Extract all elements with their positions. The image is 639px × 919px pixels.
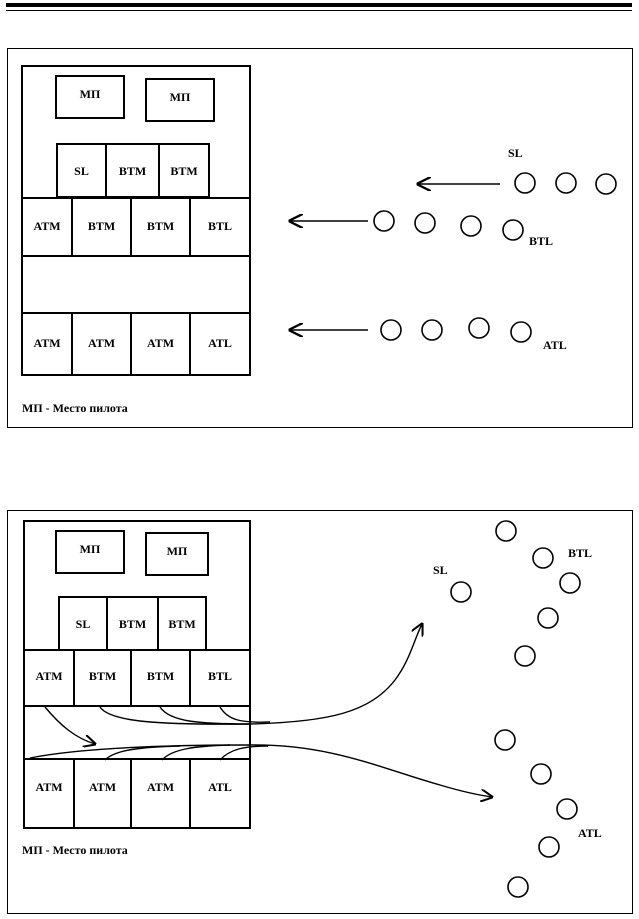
diagram-2-curve-upper-branch-2 [219, 706, 271, 723]
diagram-1-marker-btl-2 [414, 212, 436, 234]
diagram-2-seat-btm-2-label: BTM [168, 617, 196, 631]
diagram-1-seat-atm-r4-3: ATM [130, 312, 191, 376]
diagram-2-curve-upper-branch-1 [159, 706, 251, 725]
diagram-1-atl-label: ATL [543, 338, 567, 352]
diagram-1-marker-sl-3 [595, 173, 617, 195]
diagram-2-marker-low-1 [494, 729, 516, 751]
diagram-2-seat-btm-2: BTM [157, 596, 207, 651]
diagram-2-marker-btl-1 [532, 547, 554, 569]
diagram-2-seat-atm-r4-2-label: ATM [88, 780, 117, 794]
top-rule-thick [6, 3, 632, 7]
diagram-1-seat-atl-label: ATL [208, 336, 232, 350]
diagram-1-seat-sl-label: SL [74, 164, 89, 178]
diagram-2-seat-atl-label: ATL [208, 780, 232, 794]
diagram-2-atl-label: ATL [578, 826, 602, 840]
diagram-2-seat-btm-r3-2-label: BTM [146, 669, 175, 683]
diagram-2-curve-lower-branch-2 [161, 744, 231, 761]
diagram-1-seat-btm-r3-2-label: BTM [146, 219, 175, 233]
diagram-1-pilot-seat-left: МП [55, 75, 125, 119]
diagram-1-seat-btm-1-label: BTM [118, 164, 147, 178]
diagram-1-marker-atl-1 [380, 319, 402, 341]
diagram-2-seat-atm-r4-1: ATM [23, 758, 75, 829]
diagram-2-pilot-seat-left-label: МП [79, 542, 101, 556]
diagram-1-seat-atm-r3-label: ATM [33, 219, 61, 233]
diagram-2-curve-inner [44, 706, 95, 744]
diagram-2-sl-label: SL [433, 563, 448, 577]
diagram-2-marker-mid-2 [514, 645, 536, 667]
diagram-2-seat-atm-r4-3-label: ATM [146, 780, 175, 794]
diagram-2-seat-sl-label: SL [75, 617, 91, 631]
diagram-2-marker-top [495, 520, 517, 542]
diagram-1-seat-atm-r4-1-label: ATM [33, 336, 61, 350]
diagram-2-marker-low-2 [530, 763, 552, 785]
diagram-2-marker-bottom [507, 876, 529, 898]
diagram-2-seat-btm-r3-2: BTM [130, 649, 191, 707]
diagram-2-seat-btm-1: BTM [106, 596, 159, 651]
diagram-2-seat-atm-r3-label: ATM [35, 669, 63, 683]
diagram-2-seat-btm-r3-1-label: BTM [88, 669, 117, 683]
diagram-2-seat-btl: BTL [189, 649, 251, 707]
diagram-2-seat-atm-r4-3: ATM [130, 758, 191, 829]
diagram-2-curve-lower-main [29, 744, 492, 797]
diagram-1-seat-btm-2-label: BTM [170, 164, 198, 178]
diagram-1-sl-label: SL [508, 146, 523, 160]
diagram-1-seat-btm-r3-2: BTM [130, 197, 191, 257]
diagram-1-seat-atm-r4-2-label: ATM [87, 336, 116, 350]
diagram-1-legend: МП - Место пилота [22, 401, 128, 415]
diagram-1-marker-atl-3 [468, 317, 490, 339]
diagram-2-seat-atm-r4-1-label: ATM [35, 780, 63, 794]
diagram-2-marker-btl-2 [559, 572, 581, 594]
diagram-2-marker-mid-1 [537, 607, 559, 629]
diagram-2-marker-sl [450, 581, 472, 603]
diagram-1-seat-btl-label: BTL [207, 219, 232, 233]
diagram-2-seat-atm-r4-2: ATM [73, 758, 132, 829]
diagram-1-pilot-seat-right-label: МП [169, 90, 191, 104]
diagram-1-marker-btl-1 [373, 210, 395, 232]
diagram-1-seat-btm-2: BTM [158, 143, 210, 198]
diagram-1-marker-btl-3 [460, 215, 482, 237]
diagram-2-pilot-seat-right-label: МП [166, 544, 188, 558]
diagram-1-seat-atm-r4-3-label: ATM [146, 336, 175, 350]
diagram-2-curve-upper-main [99, 624, 422, 725]
diagram-1-marker-atl-4 [510, 321, 532, 343]
diagram-1-marker-atl-2 [421, 319, 443, 341]
diagram-1-pilot-seat-right: МП [145, 78, 215, 122]
diagram-2-marker-atl-1 [556, 798, 578, 820]
diagram-1-marker-sl-2 [555, 172, 577, 194]
diagram-1-seat-btm-1: BTM [105, 143, 160, 198]
diagram-2-seat-atm-r3: ATM [23, 649, 75, 707]
diagram-1-seat-atm-r4-1: ATM [21, 312, 73, 376]
diagram-1-seat-atl: ATL [189, 312, 251, 376]
diagram-1-pilot-seat-left-label: МП [79, 87, 101, 101]
diagram-2-btl-label: BTL [568, 546, 593, 560]
diagram-1-seat-atm-r3: ATM [21, 197, 73, 257]
diagram-1-seat-btm-r3-1: BTM [71, 197, 132, 257]
diagram-2-pilot-seat-left: МП [55, 530, 125, 574]
diagram-2-seat-btm-1-label: BTM [118, 617, 147, 631]
diagram-1-seat-btl: BTL [189, 197, 251, 257]
top-rule-thin [6, 10, 632, 11]
diagram-1-marker-sl-1 [514, 172, 536, 194]
diagram-1-marker-btl-4 [502, 219, 524, 241]
diagram-1-btl-label: BTL [529, 234, 554, 248]
diagram-1-seat-btm-r3-1-label: BTM [87, 219, 116, 233]
diagram-2-seat-btl-label: BTL [207, 669, 232, 683]
diagram-2-curve-lower-branch-1 [104, 745, 181, 761]
diagram-2-marker-atl-2 [538, 836, 560, 858]
diagram-1-seat-atm-r4-2: ATM [71, 312, 132, 376]
diagram-2-legend: МП - Место пилота [22, 843, 128, 857]
diagram-2-curve-lower-branch-3 [219, 745, 269, 761]
diagram-2-pilot-seat-right: МП [145, 532, 209, 576]
